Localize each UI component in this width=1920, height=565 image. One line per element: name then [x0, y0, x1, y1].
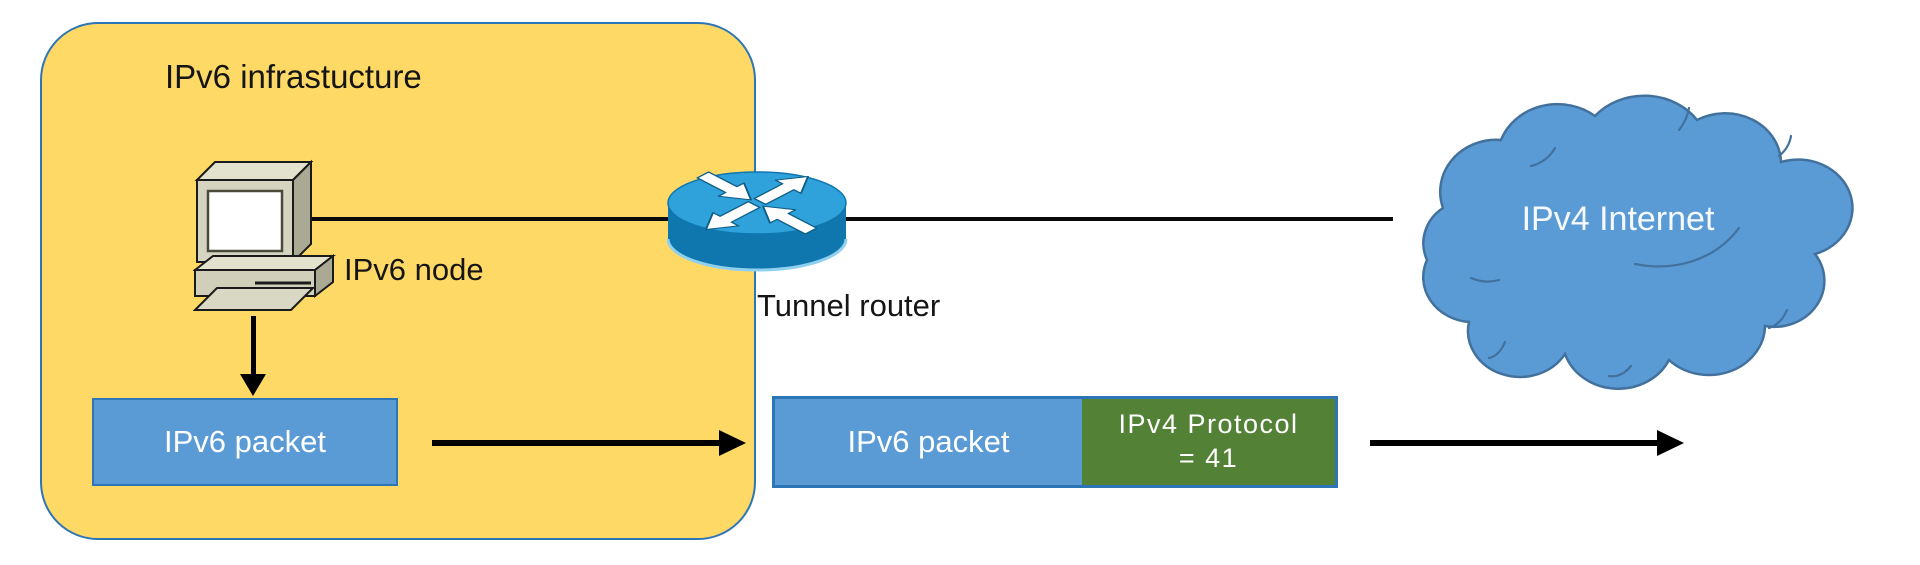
keyboard — [193, 287, 316, 311]
packet-flow-arrow-1-head — [719, 430, 746, 456]
infrastructure-title: IPv6 infrastucture — [165, 58, 422, 95]
monitor-screen — [206, 189, 284, 253]
ipv4-protocol-label-line2: = 41 — [1178, 443, 1239, 473]
packet-flow-arrow-2-shaft — [1370, 440, 1658, 446]
cloud-icon — [1422, 94, 1854, 390]
ipv4-protocol-header: IPv4 Protocol = 41 — [1082, 399, 1335, 485]
node-to-packet-arrow-shaft — [251, 316, 256, 376]
desktop-computer-icon — [193, 159, 336, 311]
encapsulated-ipv6-payload: IPv6 packet — [775, 399, 1082, 485]
router-to-cloud-line — [845, 217, 1393, 221]
router-bottom-rim — [666, 238, 848, 272]
monitor-top-face — [194, 161, 314, 181]
monitor-side-face — [292, 159, 312, 265]
ipv4-internet-label: IPv4 Internet — [1521, 200, 1715, 238]
tunnel-router-label: Tunnel router — [757, 288, 941, 323]
ipv6-packet-box: IPv6 packet — [92, 398, 398, 486]
node-to-packet-arrow-head — [240, 374, 266, 396]
unit-top-face — [193, 255, 336, 271]
packet-flow-arrow-2-head — [1657, 430, 1684, 456]
ipv4-protocol-label-line1: IPv4 Protocol — [1118, 409, 1299, 440]
node-to-router-line — [311, 217, 673, 221]
cloud-inner-details — [1469, 106, 1793, 378]
encapsulated-payload-label: IPv6 packet — [847, 424, 1010, 459]
cloud-outline — [1422, 94, 1854, 390]
router-icon — [666, 170, 848, 272]
encapsulated-packet-box: IPv6 packet IPv4 Protocol = 41 — [772, 396, 1338, 488]
ipv6-node-label: IPv6 node — [344, 252, 484, 287]
ipv6-packet-label: IPv6 packet — [164, 424, 326, 459]
router-top — [667, 171, 847, 235]
packet-flow-arrow-1-shaft — [432, 440, 720, 446]
